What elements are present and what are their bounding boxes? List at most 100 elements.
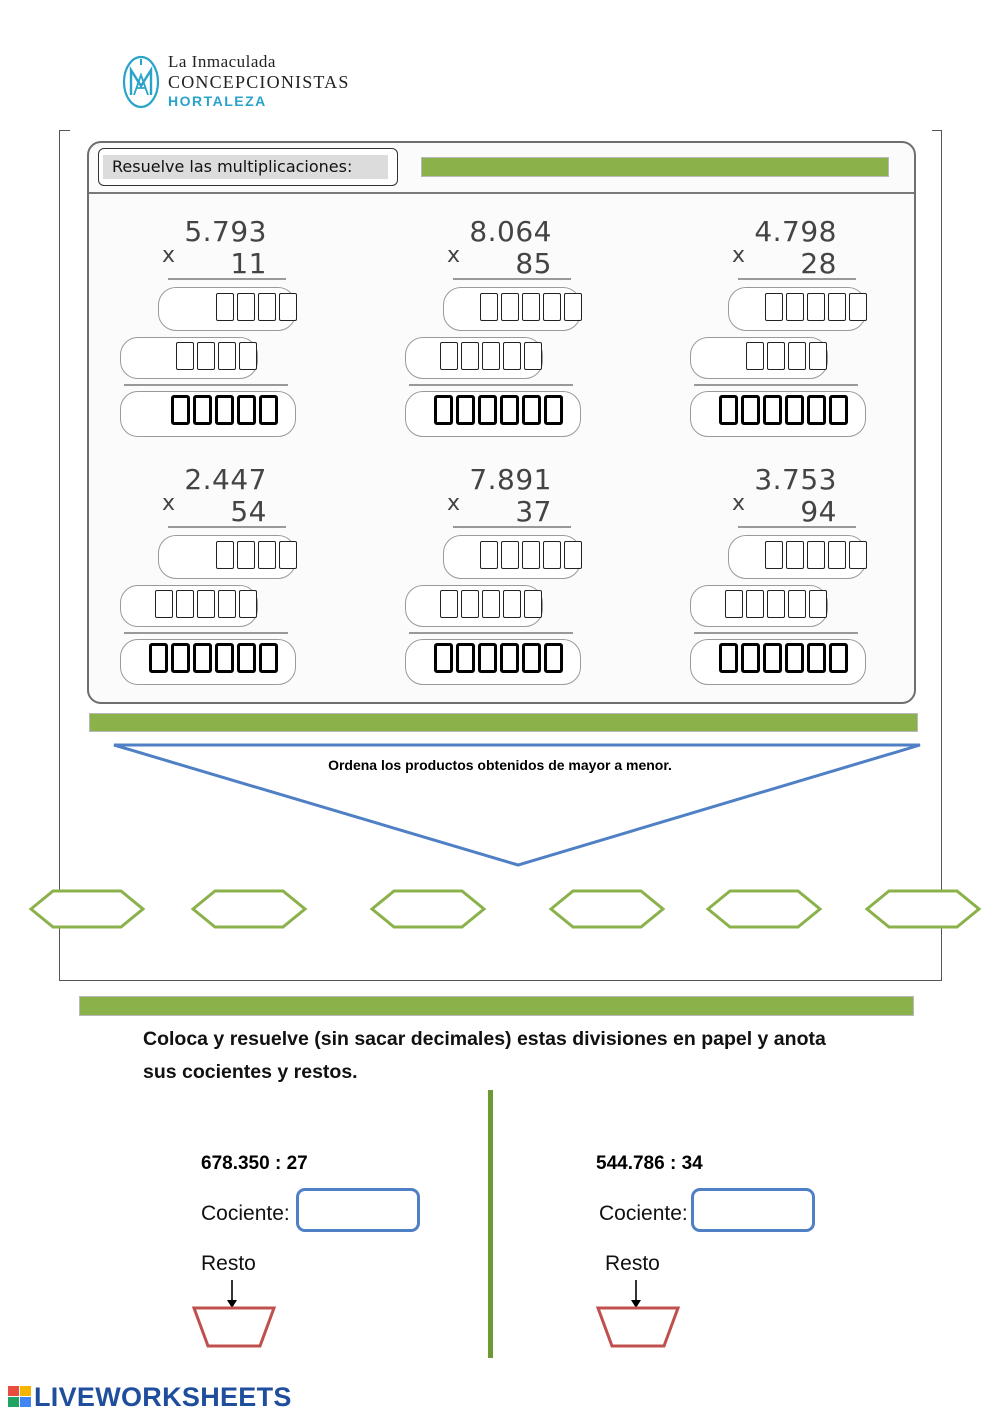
- digit-input[interactable]: [543, 541, 561, 569]
- digit-input[interactable]: [456, 395, 475, 425]
- digit-input[interactable]: [544, 395, 563, 425]
- digit-input[interactable]: [259, 643, 278, 673]
- ordering-answer-slot[interactable]: [28, 888, 146, 930]
- digit-input[interactable]: [149, 643, 168, 673]
- digit-input[interactable]: [746, 590, 764, 618]
- digit-input[interactable]: [765, 541, 783, 569]
- digit-input[interactable]: [503, 342, 521, 370]
- digit-input[interactable]: [237, 293, 255, 321]
- digit-input[interactable]: [765, 293, 783, 321]
- digit-input[interactable]: [829, 643, 848, 673]
- digit-input[interactable]: [725, 590, 743, 618]
- digit-input[interactable]: [767, 342, 785, 370]
- ordering-answer-slot[interactable]: [705, 888, 823, 930]
- digit-input[interactable]: [193, 395, 212, 425]
- digit-input[interactable]: [218, 342, 236, 370]
- digit-input[interactable]: [746, 342, 764, 370]
- digit-input[interactable]: [785, 643, 804, 673]
- digit-input[interactable]: [522, 643, 541, 673]
- digit-input[interactable]: [564, 541, 582, 569]
- digit-input[interactable]: [500, 395, 519, 425]
- digit-input[interactable]: [524, 590, 542, 618]
- digit-input[interactable]: [807, 293, 825, 321]
- ordering-answer-slot[interactable]: [864, 888, 982, 930]
- digit-input[interactable]: [785, 395, 804, 425]
- digit-input[interactable]: [218, 590, 236, 618]
- digit-input[interactable]: [828, 293, 846, 321]
- digit-input[interactable]: [176, 590, 194, 618]
- digit-input[interactable]: [482, 590, 500, 618]
- digit-input[interactable]: [279, 541, 297, 569]
- digit-input[interactable]: [197, 342, 215, 370]
- digit-input[interactable]: [719, 643, 738, 673]
- digit-input[interactable]: [258, 293, 276, 321]
- digit-input[interactable]: [237, 395, 256, 425]
- digit-input[interactable]: [849, 541, 867, 569]
- digit-input[interactable]: [461, 590, 479, 618]
- digit-input[interactable]: [849, 293, 867, 321]
- digit-input[interactable]: [478, 643, 497, 673]
- digit-input[interactable]: [786, 541, 804, 569]
- digit-input[interactable]: [440, 590, 458, 618]
- ordering-answer-slot[interactable]: [190, 888, 308, 930]
- digit-input[interactable]: [480, 541, 498, 569]
- digit-input[interactable]: [478, 395, 497, 425]
- digit-input[interactable]: [171, 395, 190, 425]
- quotient-input-2[interactable]: [691, 1188, 815, 1232]
- digit-input[interactable]: [564, 293, 582, 321]
- digit-input[interactable]: [456, 643, 475, 673]
- digit-input[interactable]: [440, 342, 458, 370]
- digit-input[interactable]: [741, 643, 760, 673]
- digit-input[interactable]: [524, 342, 542, 370]
- digit-input[interactable]: [741, 395, 760, 425]
- digit-input[interactable]: [807, 643, 826, 673]
- ordering-answer-slot[interactable]: [548, 888, 666, 930]
- digit-input[interactable]: [807, 541, 825, 569]
- digit-input[interactable]: [544, 643, 563, 673]
- digit-input[interactable]: [522, 293, 540, 321]
- digit-input[interactable]: [767, 590, 785, 618]
- digit-input[interactable]: [719, 395, 738, 425]
- digit-input[interactable]: [480, 293, 498, 321]
- quotient-input-1[interactable]: [296, 1188, 420, 1232]
- digit-input[interactable]: [216, 541, 234, 569]
- digit-input[interactable]: [258, 541, 276, 569]
- digit-input[interactable]: [501, 541, 519, 569]
- digit-input[interactable]: [828, 541, 846, 569]
- digit-input[interactable]: [482, 342, 500, 370]
- digit-input[interactable]: [809, 590, 827, 618]
- digit-input[interactable]: [215, 643, 234, 673]
- digit-input[interactable]: [176, 342, 194, 370]
- digit-input[interactable]: [239, 342, 257, 370]
- digit-input[interactable]: [829, 395, 848, 425]
- digit-input[interactable]: [788, 590, 806, 618]
- digit-input[interactable]: [259, 395, 278, 425]
- digit-input[interactable]: [500, 643, 519, 673]
- digit-input[interactable]: [543, 293, 561, 321]
- digit-input[interactable]: [807, 395, 826, 425]
- digit-input[interactable]: [155, 590, 173, 618]
- digit-input[interactable]: [522, 541, 540, 569]
- digit-input[interactable]: [501, 293, 519, 321]
- digit-input[interactable]: [171, 643, 190, 673]
- digit-input[interactable]: [434, 643, 453, 673]
- digit-input[interactable]: [786, 293, 804, 321]
- digit-input[interactable]: [461, 342, 479, 370]
- digit-input[interactable]: [763, 643, 782, 673]
- digit-input[interactable]: [503, 590, 521, 618]
- digit-input[interactable]: [434, 395, 453, 425]
- digit-input[interactable]: [197, 590, 215, 618]
- digit-input[interactable]: [193, 643, 212, 673]
- digit-input[interactable]: [216, 293, 234, 321]
- digit-input[interactable]: [239, 590, 257, 618]
- digit-input[interactable]: [788, 342, 806, 370]
- digit-input[interactable]: [279, 293, 297, 321]
- digit-input[interactable]: [763, 395, 782, 425]
- digit-input[interactable]: [522, 395, 541, 425]
- digit-input[interactable]: [237, 541, 255, 569]
- digit-input[interactable]: [215, 395, 234, 425]
- ordering-answer-slot[interactable]: [369, 888, 487, 930]
- digit-input[interactable]: [809, 342, 827, 370]
- digit-input[interactable]: [237, 643, 256, 673]
